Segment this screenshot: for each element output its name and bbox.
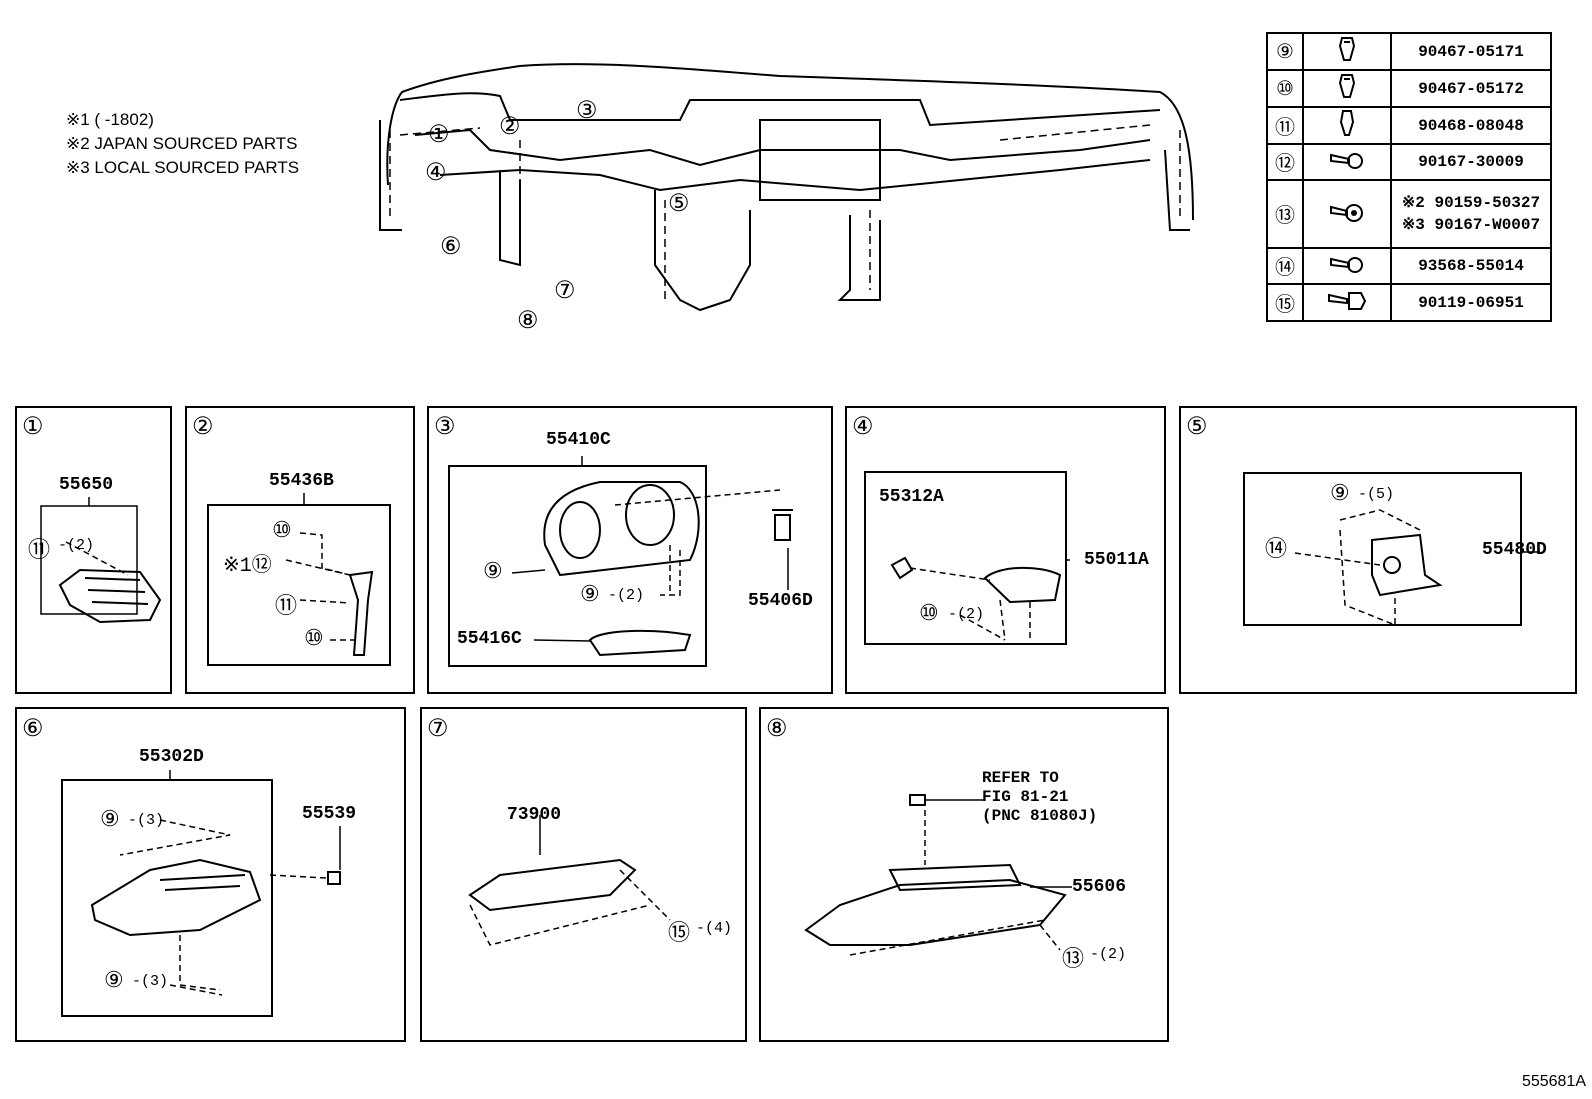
panel-6-number: ⑥ (22, 717, 44, 744)
part-55406D-label: 55406D (748, 591, 813, 611)
part-number-japan: ※2 90159-50327 (1401, 194, 1541, 212)
overview-callout-5: ⑤ (668, 192, 690, 219)
part-55539-label: 55539 (302, 804, 357, 824)
reference-line-2: FIG 81-21 (982, 788, 1069, 806)
clip-icon (1302, 32, 1392, 71)
key-cell: ⑭ (1266, 247, 1304, 285)
callout-9: ⑨ (1330, 482, 1350, 507)
table-row: ⑭ 93568-55014 (1266, 247, 1552, 285)
key-cell: ⑩ (1266, 69, 1304, 108)
key-cell: ⑬ (1266, 179, 1304, 249)
reference-line-1: REFER TO (982, 769, 1059, 787)
overview-callout-2: ② (499, 115, 521, 142)
table-row: ⑩ 90467-05172 (1266, 69, 1552, 108)
callout-9: ⑨ (580, 583, 600, 608)
part-73900-label: 73900 (507, 805, 562, 825)
clip-icon (1302, 69, 1392, 108)
part-number: 90467-05171 (1390, 32, 1552, 71)
table-row: ⑮ 90119-06951 (1266, 283, 1552, 322)
part-55312A-label: 55312A (879, 487, 944, 507)
overview-callout-4: ④ (425, 161, 447, 188)
key-cell: ⑫ (1266, 143, 1304, 181)
clip-icon (1302, 106, 1392, 145)
part-55606-label: 55606 (1072, 877, 1127, 897)
callout-11: ⑪ (275, 595, 298, 620)
callout-10: ⑩ (919, 602, 939, 627)
panel-2-number: ② (192, 415, 214, 442)
panel-3-number: ③ (434, 415, 456, 442)
part-55480D-label: 55480D (1482, 540, 1547, 560)
part-number-cell: ※2 90159-50327 ※3 90167-W0007 (1390, 179, 1552, 249)
dashboard-overview-diagram (379, 63, 1194, 312)
figure-id: 555681A (1521, 1073, 1586, 1090)
part-number: 93568-55014 (1390, 247, 1552, 285)
reference-note: REFER TO FIG 81-21 (PNC 81080J) (982, 769, 1097, 826)
overview-callout-8: ⑧ (517, 309, 539, 336)
key-cell: ⑮ (1266, 283, 1304, 322)
table-row: ⑪ 90468-08048 (1266, 106, 1552, 145)
key-cell: ⑪ (1266, 106, 1304, 145)
part-number: 90119-06951 (1390, 283, 1552, 322)
part-55416C-label: 55416C (457, 629, 522, 649)
panel-1-number: ① (22, 415, 44, 442)
part-55302D-label: 55302D (139, 747, 204, 767)
part-number-local: ※3 90167-W0007 (1401, 216, 1541, 234)
panel-7-number: ⑦ (427, 717, 449, 744)
quantity-label: -(3) (128, 812, 165, 829)
screw-icon (1302, 247, 1392, 285)
note-1: ※1 ( -1802) (66, 110, 154, 129)
panel-8-number: ⑧ (766, 717, 788, 744)
callout-9: ⑨ (100, 808, 120, 833)
quantity-label: -(5) (1358, 486, 1395, 503)
part-55436B-label: 55436B (269, 471, 334, 491)
note-3: ※3 LOCAL SOURCED PARTS (66, 158, 300, 177)
part-number: 90167-30009 (1390, 143, 1552, 181)
overview-callout-7: ⑦ (554, 279, 576, 306)
table-row: ⑬ ※2 90159-50327 ※3 90167-W0007 (1266, 179, 1552, 249)
overview-callout-6: ⑥ (440, 235, 462, 262)
callout-9: ⑨ (104, 969, 124, 994)
callout-10: ⑩ (304, 627, 324, 652)
callout-10: ⑩ (272, 519, 292, 544)
bolt-icon (1302, 179, 1392, 249)
bolt-icon (1302, 283, 1392, 322)
callout-14: ⑭ (1265, 538, 1288, 563)
overview-callout-1: ① (428, 123, 450, 150)
reference-line-3: (PNC 81080J) (982, 807, 1098, 825)
table-row: ⑫ 90167-30009 (1266, 143, 1552, 181)
quantity-label: -(2) (608, 587, 645, 604)
part-number: 90467-05172 (1390, 69, 1552, 108)
part-55410C-label: 55410C (546, 430, 611, 450)
callout-11: ⑪ (28, 539, 51, 564)
fastener-parts-table: ⑨ 90467-05171 ⑩ 90467-05172 ⑪ 90468-0804… (1266, 32, 1552, 322)
part-55650-label: 55650 (59, 475, 114, 495)
part-number: 90468-08048 (1390, 106, 1552, 145)
callout-12: ※1⑫ (223, 555, 272, 578)
part-55011A-label: 55011A (1084, 550, 1149, 570)
screw-icon (1302, 143, 1392, 181)
quantity-label: -(4) (696, 920, 733, 937)
quantity-label: -(2) (58, 537, 95, 554)
table-row: ⑨ 90467-05171 (1266, 32, 1552, 71)
key-cell: ⑨ (1266, 32, 1304, 71)
panel-5-number: ⑤ (1186, 415, 1208, 442)
callout-13: ⑬ (1062, 948, 1085, 973)
panel-4-number: ④ (852, 415, 874, 442)
notes: ※1 ( -1802) ※2 JAPAN SOURCED PARTS ※3 LO… (66, 108, 299, 180)
quantity-label: -(2) (1090, 946, 1127, 963)
note-2: ※2 JAPAN SOURCED PARTS (66, 134, 298, 153)
quantity-label: -(2) (948, 606, 985, 623)
quantity-label: -(3) (132, 973, 169, 990)
overview-callout-3: ③ (576, 99, 598, 126)
callout-9: ⑨ (483, 560, 503, 585)
callout-15: ⑮ (668, 922, 691, 947)
